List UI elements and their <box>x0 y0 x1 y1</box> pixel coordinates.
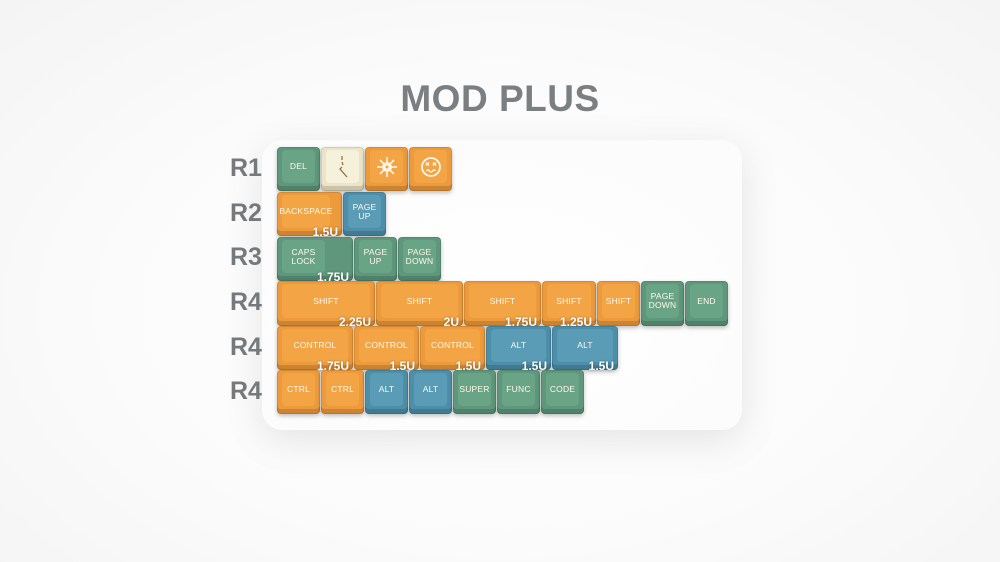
keycap-legend: END <box>697 295 716 306</box>
row-label-r1: R1 <box>230 154 262 182</box>
keycap-alt: ALT <box>409 370 452 414</box>
keycap-func: FUNC <box>497 370 540 414</box>
keycap-legend: DEL <box>289 161 308 171</box>
keycap-legend: CAPS LOCK <box>291 246 316 266</box>
keycap-alt-1-5u: ALT 1.5U <box>486 326 551 373</box>
keycap-legend: CONTROL <box>365 340 408 350</box>
keycap-legend: PAGE DOWN <box>405 246 434 266</box>
keycap-legend: PAGE DOWN <box>648 291 677 310</box>
keycap-legend: SUPER <box>459 384 490 394</box>
keycap-legend: CTRL <box>287 384 310 394</box>
keycap-size-label: 1.25U <box>559 315 592 329</box>
keycap-legend: ALT <box>510 340 527 350</box>
keycap-control-1-5u: CONTROL 1.5U <box>354 326 419 373</box>
keycap-del: DEL <box>277 147 320 191</box>
row-label-r4-shift: R4 <box>230 288 262 316</box>
keycap-legend: SHIFT <box>313 295 339 306</box>
keycap-size-label: 2.25U <box>338 315 371 329</box>
keycap-code: CODE <box>541 370 584 414</box>
keycap-page-down: PAGE DOWN <box>641 281 684 326</box>
keycap-legend: SHIFT <box>406 295 433 306</box>
keycap-legend: PAGE UP <box>352 201 377 221</box>
virus-icon <box>376 156 398 178</box>
keycap-novelty-dizzy-face <box>409 147 452 191</box>
keycap-size-label: 1.75U <box>316 359 349 373</box>
keycap-shift-1-25u: SHIFT 1.25U <box>542 281 596 329</box>
keycap-legend: CODE <box>549 384 576 394</box>
keycap-size-label: 1.5U <box>588 359 614 373</box>
keycap-legend: SHIFT <box>489 295 516 306</box>
keycap-shift-1u: SHIFT <box>597 281 640 326</box>
keycap-control-1-5u: CONTROL 1.5U <box>420 326 485 373</box>
keycap-backspace: BACKSPACE 1.5U <box>277 192 342 239</box>
keycap-control-1-75u: CONTROL 1.75U <box>277 326 353 373</box>
keycap-page-down: PAGE DOWN <box>398 237 441 281</box>
keycap-legend: ALT <box>577 340 593 350</box>
keycap-novelty-lightning <box>321 147 364 191</box>
keycap-alt: ALT <box>365 370 408 414</box>
keycap-legend: CONTROL <box>431 340 474 350</box>
keycap-shift-2u: SHIFT 2U <box>376 281 463 329</box>
keycap-size-label: 1.5U <box>389 359 415 373</box>
keycap-size-label: 1.5U <box>312 225 338 239</box>
keycap-shift-2-25u: SHIFT 2.25U <box>277 281 375 329</box>
row-label-r3: R3 <box>230 243 262 271</box>
keycap-legend: CONTROL <box>293 340 337 350</box>
keycap-super: SUPER <box>453 370 496 414</box>
lightning-crack-icon <box>336 155 350 179</box>
keycap-alt-1-5u: ALT 1.5U <box>552 326 618 373</box>
row-label-r4-bottom: R4 <box>230 377 262 405</box>
keycap-shift-1-75u: SHIFT 1.75U <box>464 281 541 329</box>
keycap-legend: PAGE UP <box>363 246 388 266</box>
keycap-legend: SHIFT <box>556 295 582 306</box>
keycap-end: END <box>685 281 728 326</box>
keycap-size-label: 1.75U <box>504 315 537 329</box>
row-label-r2: R2 <box>230 199 262 227</box>
keycap-ctrl: CTRL <box>277 370 320 414</box>
keycap-legend: SHIFT <box>605 295 632 306</box>
keycap-ctrl: CTRL <box>321 370 364 414</box>
keycap-novelty-virus <box>365 147 408 191</box>
keycap-legend: FUNC <box>506 384 531 394</box>
keycap-legend: ALT <box>378 384 395 394</box>
keycap-page-up: PAGE UP <box>343 192 386 236</box>
keycap-legend: BACKSPACE <box>279 206 333 216</box>
keycap-size-label: 1.5U <box>521 359 547 373</box>
keycap-legend: CTRL <box>331 384 354 394</box>
page-title: MOD PLUS <box>400 78 600 119</box>
keycap-size-label: 1.75U <box>316 270 349 284</box>
keycap-size-label: 1.5U <box>455 359 481 373</box>
keycap-page-up: PAGE UP <box>354 237 397 281</box>
keycap-caps-lock: CAPS LOCK 1.75U <box>277 237 353 284</box>
keycap-size-label: 2U <box>443 315 459 329</box>
row-label-r4-control: R4 <box>230 333 262 361</box>
keycap-legend: ALT <box>422 384 439 394</box>
dizzy-face-icon <box>420 156 442 178</box>
